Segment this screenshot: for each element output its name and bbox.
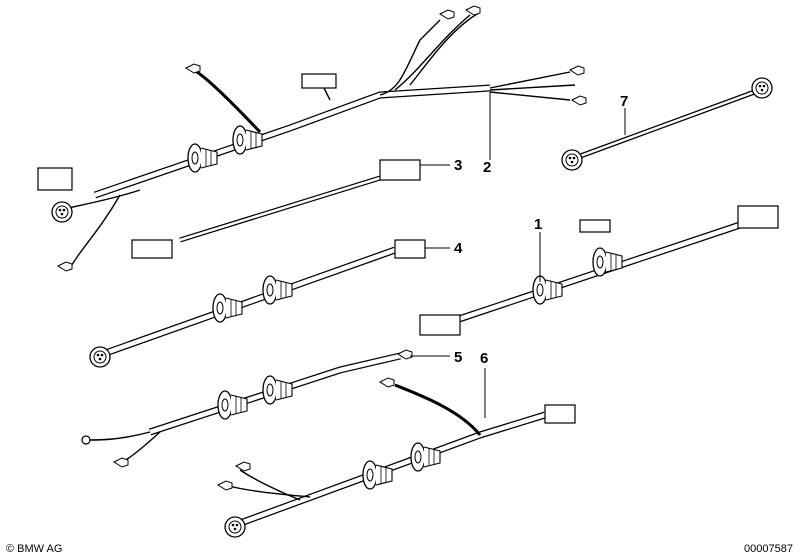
harness-1-grommet-1	[532, 275, 563, 305]
harness-2-connector	[301, 73, 337, 89]
harness-5-grommet-1	[217, 390, 248, 420]
harness-3-plug	[379, 159, 421, 181]
harness-6	[224, 383, 547, 529]
harness-3	[179, 175, 381, 243]
harness-5-ring-terminal	[81, 435, 91, 445]
harness-1-connector-top	[579, 219, 611, 233]
harness-2-terminal-5	[185, 63, 201, 74]
harness-6-terminal-1	[379, 377, 395, 388]
callout-1: 1	[534, 216, 542, 233]
harness-4-round-plug	[89, 346, 111, 368]
callout-4: 4	[454, 240, 463, 257]
harness-4-plug	[394, 239, 426, 259]
callout-5: 5	[454, 349, 462, 366]
harness-3-block-connector	[131, 239, 173, 259]
harness-5-grommet-2	[262, 375, 293, 405]
callout-3: 3	[454, 157, 462, 174]
harness-2-grommet-1	[187, 143, 218, 173]
harness-2-terminal-3	[569, 65, 585, 76]
leader-lines	[410, 92, 626, 418]
harness-5	[89, 352, 401, 463]
harness-4-grommet-1	[212, 293, 243, 323]
harness-6-plug	[544, 404, 576, 424]
harness-7-plug-right	[751, 77, 773, 99]
harness-1-grommet-2	[592, 247, 623, 277]
harness-1-plug-left	[419, 314, 461, 336]
harness-2	[59, 11, 576, 269]
callout-6: 6	[480, 350, 488, 367]
harness-1-connector-right	[737, 205, 779, 229]
harness-4-grommet-2	[262, 275, 293, 305]
harness-7-plug-left	[561, 149, 583, 171]
harness-7	[574, 87, 761, 161]
harness-6-round-plug	[224, 516, 246, 538]
harness-6-terminal-3	[217, 480, 233, 491]
harness-4	[98, 246, 397, 359]
document-number: 00007587	[744, 543, 793, 555]
harness-1	[448, 221, 742, 326]
harness-2-connector-left	[37, 167, 73, 191]
harness-2-terminal-6	[57, 261, 73, 272]
harness-2-terminal-2	[465, 5, 481, 16]
harness-6-grommet-2	[410, 442, 441, 472]
harness-2-terminal-4	[571, 95, 587, 106]
harness-2-terminal-1	[439, 9, 455, 20]
callout-2: 2	[483, 159, 491, 176]
harness-6-terminal-2	[235, 461, 251, 472]
callout-7: 7	[620, 93, 628, 110]
harness-5-spade-terminal	[113, 457, 129, 468]
harness-2-round-plug	[51, 201, 73, 223]
copyright-notice: © BMW AG	[6, 543, 63, 555]
